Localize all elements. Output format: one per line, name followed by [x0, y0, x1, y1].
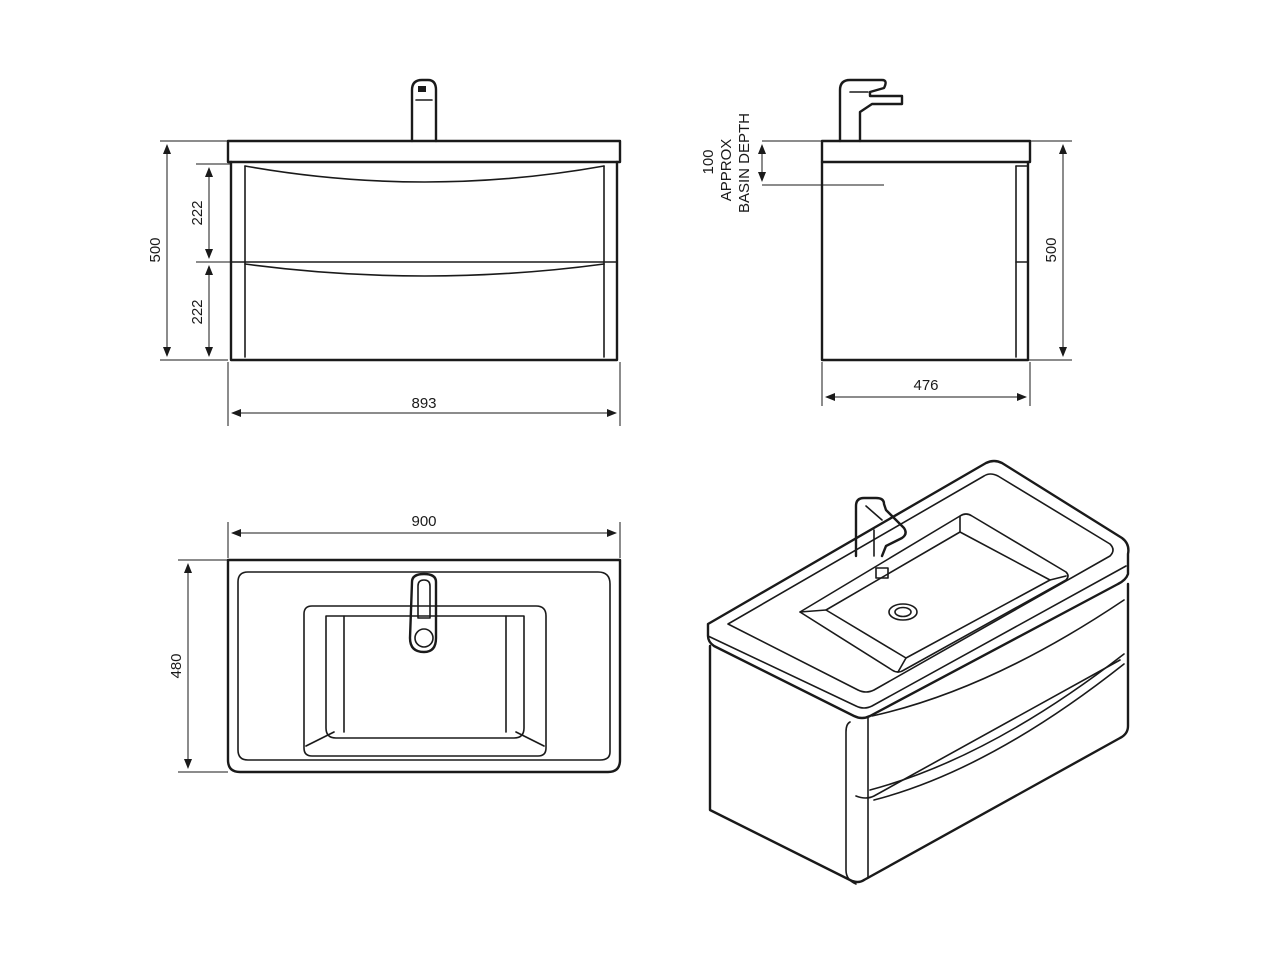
- iso-basin-outer: [799, 513, 1069, 673]
- front-top-drawer-curve: [244, 165, 605, 183]
- plan-basin-slope: [305, 615, 545, 747]
- side-depth-label: 476: [913, 377, 938, 394]
- plan-width-label: 900: [411, 513, 436, 530]
- iso-bottom-drawer-curve: [873, 663, 1125, 801]
- iso-cabinet-corner: [845, 721, 857, 885]
- iso-top-outline: [706, 459, 1130, 720]
- front-tap-handle-mark: [418, 86, 426, 92]
- side-basin-depth-line2: BASIN DEPTH: [736, 113, 753, 213]
- side-cabinet-body: [820, 160, 1030, 362]
- side-elevation-view: 100 APPROX BASIN DEPTH 500 476: [700, 78, 1072, 406]
- plan-tap-base: [414, 628, 434, 648]
- front-bottom-drawer-label: 222: [189, 299, 206, 324]
- iso-top-drawer-curve: [871, 599, 1125, 717]
- iso-tap-detail: [865, 505, 883, 557]
- plan-tap-inner: [417, 579, 431, 619]
- plan-depth-label: 480: [168, 653, 185, 678]
- isometric-view: [706, 459, 1130, 885]
- front-basin-top: [226, 139, 622, 164]
- iso-drain-outer: [888, 603, 918, 621]
- side-tap: [838, 78, 904, 143]
- iso-cabinet-front-face: [862, 582, 1130, 882]
- front-width-label: 893: [411, 395, 436, 412]
- side-basin-depth-line1: APPROX: [718, 139, 735, 202]
- iso-overflow: [875, 567, 889, 579]
- plan-basin-outer: [303, 605, 547, 757]
- iso-drawer-divider: [855, 659, 1121, 799]
- iso-drain-inner: [894, 606, 912, 618]
- iso-rim-inner: [727, 473, 1114, 693]
- front-top-drawer-label: 222: [189, 200, 206, 225]
- front-elevation-view: 500 222 222 893: [147, 78, 622, 426]
- front-height-label: 500: [147, 237, 164, 262]
- side-basin-top: [820, 139, 1032, 164]
- plan-basin-inner: [325, 615, 525, 739]
- front-tap: [410, 78, 438, 143]
- plan-view: 900 480: [168, 513, 622, 774]
- iso-tap: [854, 496, 907, 558]
- side-height-label: 500: [1043, 237, 1060, 262]
- iso-drawer-lip: [869, 653, 1125, 791]
- plan-inner-rim: [237, 571, 611, 761]
- front-bottom-drawer-curve: [244, 263, 605, 277]
- side-basin-depth-value: 100: [700, 149, 717, 174]
- iso-basin-slope: [799, 515, 1067, 673]
- plan-outer-outline: [226, 558, 622, 774]
- front-cabinet-body: [229, 160, 619, 362]
- plan-tap: [408, 572, 438, 654]
- iso-top-edge: [707, 565, 1127, 709]
